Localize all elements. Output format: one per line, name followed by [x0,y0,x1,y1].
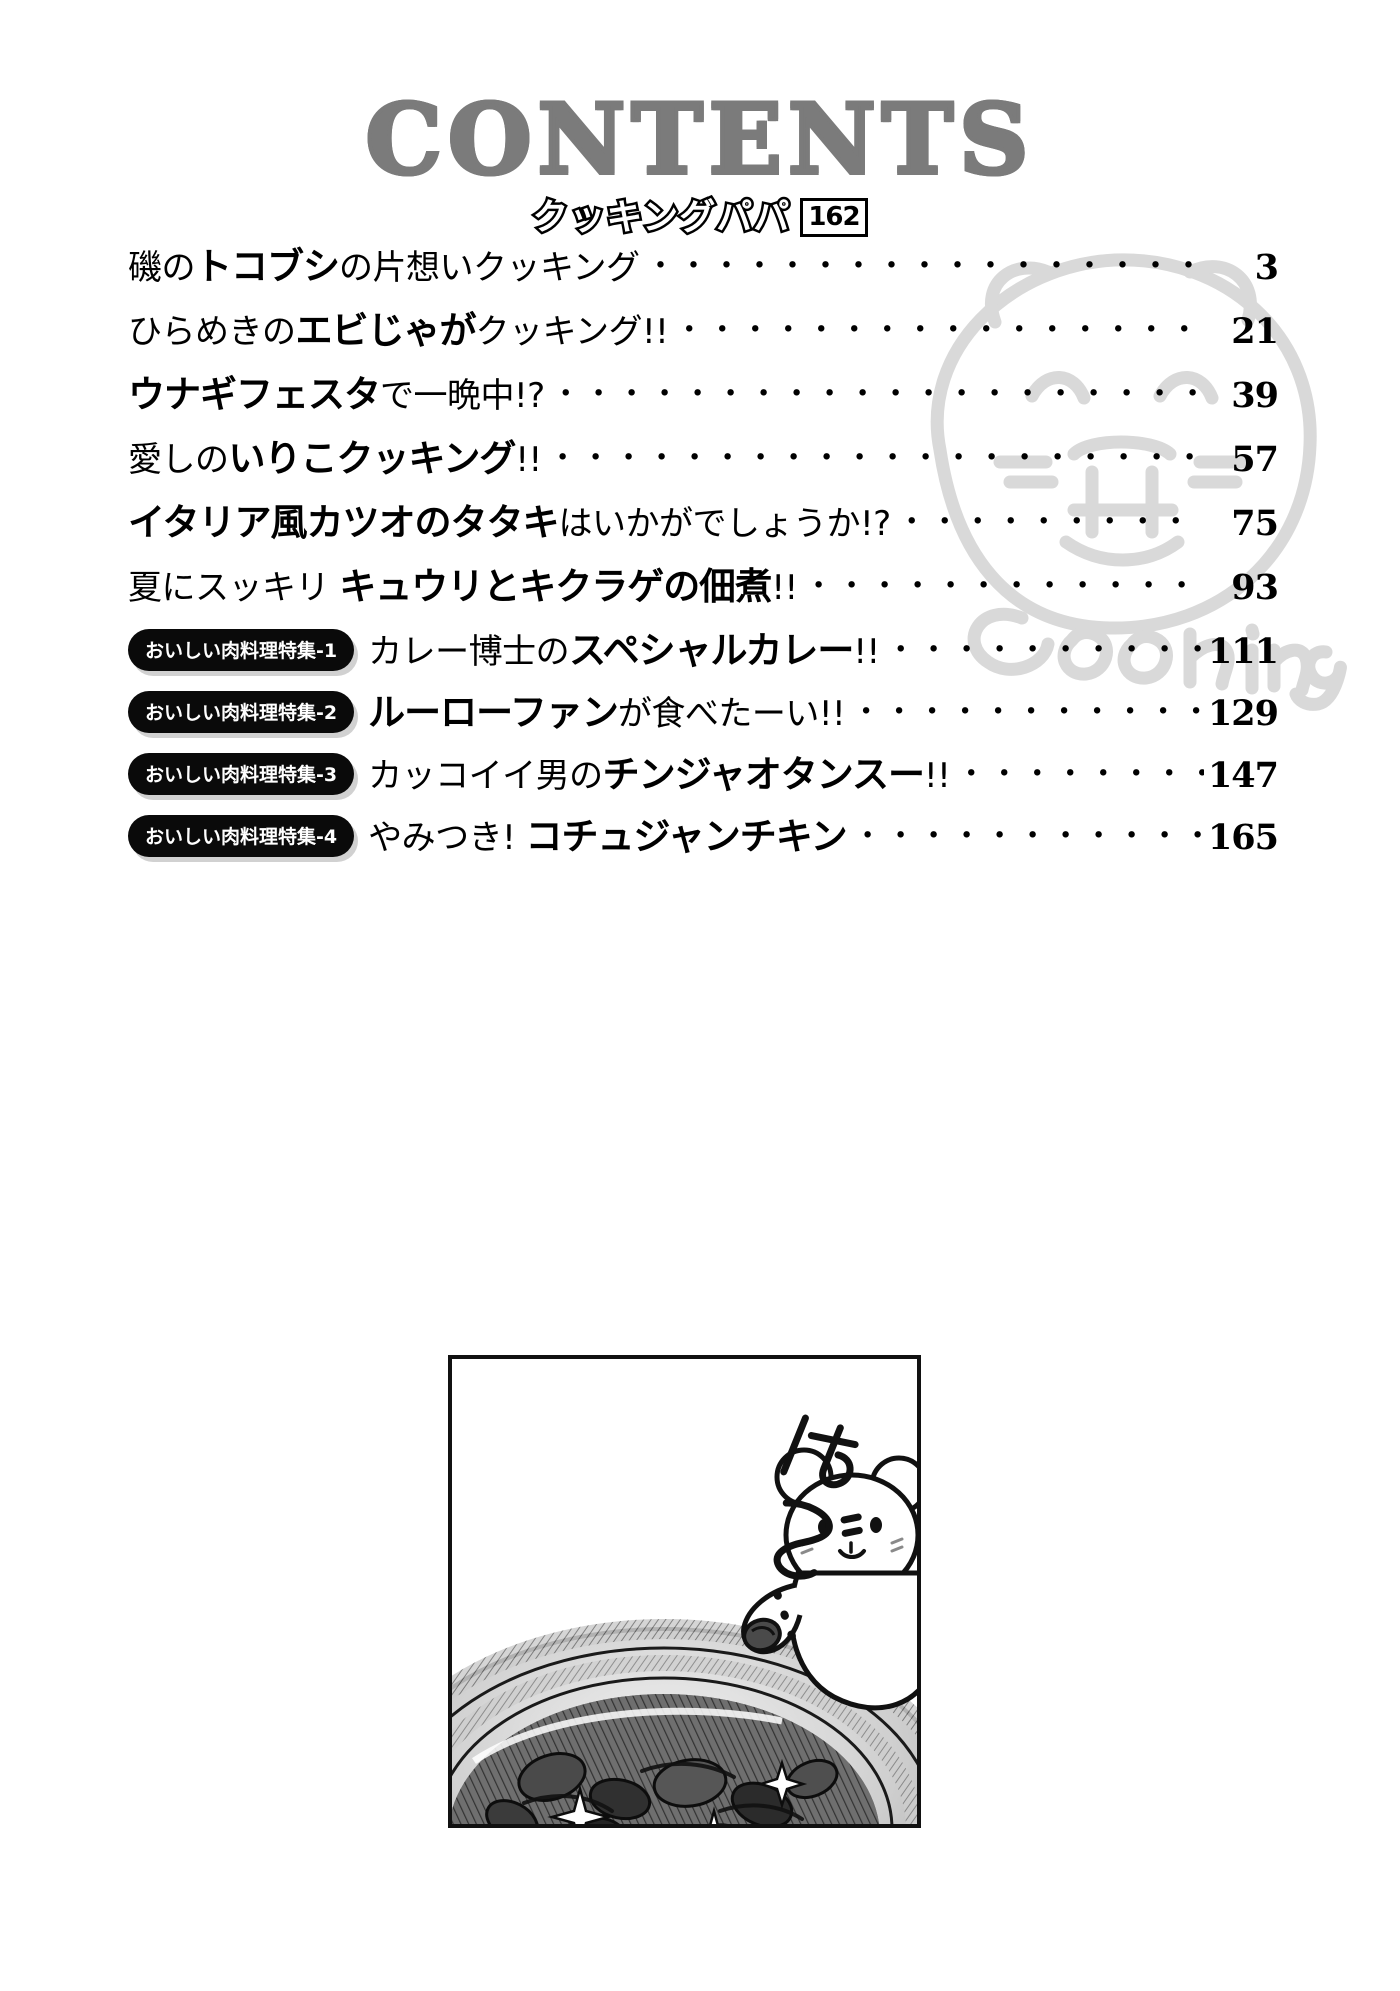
toc-leader-dots: ・・・・・・・・・・・・・・・・・・・・・・・・・・・・・・・・・・・・・・・・… [896,505,1204,540]
toc-entry[interactable]: ウナギフェスタで一晩中!? ・・・・・・・・・・・・・・・・・・・・・・・・・・… [128,372,1279,428]
toc-entry-emphasis: コチュジャンチキン [525,815,848,858]
toc-entry-page: 75 [1231,503,1279,544]
toc-entry-label: ウナギフェスタで一晩中!? [128,373,545,416]
manga-illustration-panel [448,1355,921,1828]
toc-entry-emphasis: チンジャオタンスー [602,753,925,796]
toc-entry-page: 111 [1207,631,1279,672]
toc-entry-emphasis: イタリア風カツオのタタキ [128,501,560,544]
toc-entry-emphasis: キュウリとキクラゲの佃煮 [339,565,772,608]
toc-leader-dots: ・・・・・・・・・・・・・・・・・・・・・・・・・・・・・・・・・・・・・・・・… [956,757,1204,792]
toc-entry-suffix: はいかがでしょうか!? [558,504,892,544]
toc-entry[interactable]: おいしい肉料理特集-4 やみつき! コチュジャンチキン ・・・・・・・・・・・・… [128,814,1279,866]
page-title: CONTENTS [364,83,1035,196]
toc-entry-emphasis: ルーローファン [368,691,619,734]
toc-entry-label: イタリア風カツオのタタキはいかがでしょうか!? [128,501,892,544]
toc-entry[interactable]: おいしい肉料理特集-2 ルーローファンが食べたーい!! ・・・・・・・・・・・・… [128,690,1279,742]
toc-entry-label: 愛しのいりこクッキング!! [128,437,542,480]
toc-entry-page: 39 [1231,375,1279,416]
toc-entry-page: 165 [1207,817,1279,858]
toc-entry-page: 57 [1231,439,1279,480]
toc-entry-suffix: !! [924,756,951,796]
toc-entry-page: 129 [1207,693,1279,734]
toc-entry-label: ルーローファンが食べたーい!! [368,691,846,734]
toc-feature-badge: おいしい肉料理特集-1 [128,629,355,671]
toc-entry-prefix: 磯の [128,248,196,288]
page-header: CONTENTS クッキングパパ 162 [0,0,1400,239]
toc-leader-dots: ・・・・・・・・・・・・・・・・・・・・・・・・・・・・・・・・・・・・・・・・… [645,249,1204,284]
toc-entry[interactable]: 愛しのいりこクッキング!! ・・・・・・・・・・・・・・・・・・・・・・・・・・… [128,436,1279,492]
toc-entry-prefix: 夏にスッキリ [128,568,340,608]
toc-entry-suffix: !! [771,568,798,608]
toc-entry-label: カレー博士のスペシャルカレー!! [368,629,880,672]
toc-entry-page: 3 [1254,247,1279,288]
toc-entry-suffix: の片想いクッキング [339,248,640,288]
toc-entry-label: やみつき! コチュジャンチキン [368,815,848,858]
toc-entry-suffix: !! [515,440,542,480]
toc-leader-dots: ・・・・・・・・・・・・・・・・・・・・・・・・・・・・・・・・・・・・・・・・… [885,633,1204,668]
toc-entry-suffix: !! [853,632,880,672]
toc-entry-emphasis: スペシャルカレー [569,629,854,672]
toc-leader-dots: ・・・・・・・・・・・・・・・・・・・・・・・・・・・・・・・・・・・・・・・・… [851,695,1204,730]
toc-entry[interactable]: イタリア風カツオのタタキはいかがでしょうか!? ・・・・・・・・・・・・・・・・… [128,500,1279,556]
volume-number-badge: 162 [800,198,868,237]
toc-entry-prefix: 愛しの [128,440,229,480]
toc-feature-badge: おいしい肉料理特集-3 [128,753,355,795]
toc-entry-prefix: やみつき! [368,818,526,858]
toc-entry-suffix: で一晩中!? [380,376,545,416]
toc-entry-page: 21 [1231,311,1279,352]
table-of-contents: 磯のトコブシの片想いクッキング ・・・・・・・・・・・・・・・・・・・・・・・・… [128,244,1279,876]
series-title: クッキングパパ [530,196,792,239]
panel-artwork [452,1359,917,1824]
sfx-hagu [773,1414,863,1640]
toc-entry-suffix: が食べたーい!! [617,694,846,734]
toc-leader-dots: ・・・・・・・・・・・・・・・・・・・・・・・・・・・・・・・・・・・・・・・・… [674,313,1204,348]
toc-entry-prefix: ひらめきの [128,312,296,352]
toc-entry[interactable]: 磯のトコブシの片想いクッキング ・・・・・・・・・・・・・・・・・・・・・・・・… [128,244,1279,300]
toc-entry-label: ひらめきのエビじゃがクッキング!! [128,309,669,352]
toc-entry-label: 夏にスッキリ キュウリとキクラゲの佃煮!! [128,565,798,608]
toc-leader-dots: ・・・・・・・・・・・・・・・・・・・・・・・・・・・・・・・・・・・・・・・・… [550,377,1204,412]
toc-leader-dots: ・・・・・・・・・・・・・・・・・・・・・・・・・・・・・・・・・・・・・・・・… [803,569,1204,604]
toc-feature-badge: おいしい肉料理特集-2 [128,691,355,733]
toc-entry[interactable]: おいしい肉料理特集-1 カレー博士のスペシャルカレー!! ・・・・・・・・・・・… [128,628,1279,680]
toc-entry-emphasis: いりこクッキング [228,437,517,480]
toc-leader-dots: ・・・・・・・・・・・・・・・・・・・・・・・・・・・・・・・・・・・・・・・・… [547,441,1204,476]
toc-entry-prefix: カレー博士の [368,632,570,672]
toc-entry-suffix: クッキング!! [475,312,669,352]
toc-entry-emphasis: エビじゃが [295,309,477,352]
toc-feature-badge: おいしい肉料理特集-4 [128,815,355,857]
toc-entry-emphasis: トコブシ [195,245,340,288]
toc-entry-label: 磯のトコブシの片想いクッキング [128,245,640,288]
toc-entry-label: カッコイイ男のチンジャオタンスー!! [368,753,951,796]
toc-entry-emphasis: ウナギフェスタ [128,373,381,416]
toc-entry[interactable]: ひらめきのエビじゃがクッキング!! ・・・・・・・・・・・・・・・・・・・・・・… [128,308,1279,364]
toc-entry-page: 147 [1207,755,1279,796]
toc-entry-prefix: カッコイイ男の [368,756,603,796]
toc-leader-dots: ・・・・・・・・・・・・・・・・・・・・・・・・・・・・・・・・・・・・・・・・… [852,819,1204,854]
toc-entry[interactable]: おいしい肉料理特集-3 カッコイイ男のチンジャオタンスー!! ・・・・・・・・・… [128,752,1279,804]
toc-entry[interactable]: 夏にスッキリ キュウリとキクラゲの佃煮!! ・・・・・・・・・・・・・・・・・・… [128,564,1279,620]
toc-entry-page: 93 [1231,567,1279,608]
series-subtitle-row: クッキングパパ 162 [0,196,1400,239]
